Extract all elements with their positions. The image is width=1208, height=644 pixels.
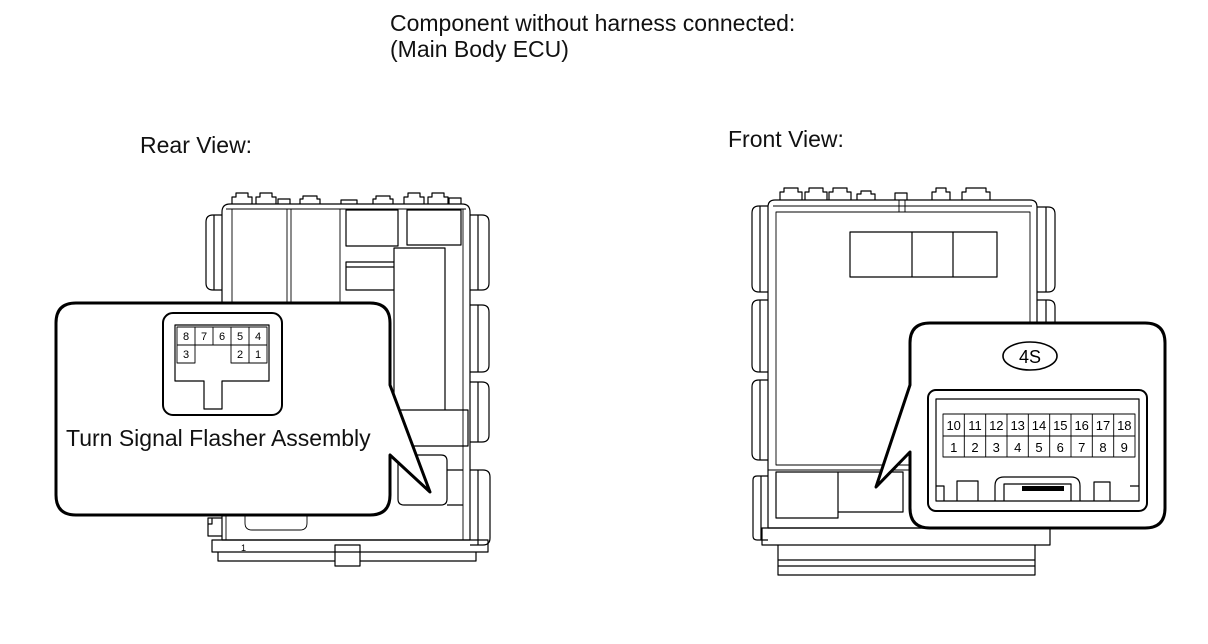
front-ecu-side-bulges xyxy=(751,205,1056,541)
ecu-pin-label: 6 xyxy=(1057,440,1064,455)
ecu-pin-label: 18 xyxy=(1117,418,1131,433)
ecu-pin-label: 14 xyxy=(1032,418,1046,433)
ecu-pin-label: 10 xyxy=(946,418,960,433)
flasher-pin-label: 2 xyxy=(237,349,243,361)
rear-view-label: Rear View: xyxy=(140,132,252,158)
ecu-pin-label: 9 xyxy=(1121,440,1128,455)
rear-ecu-housing-outline xyxy=(221,203,471,541)
rear-view-ecu: 1 xyxy=(205,192,491,567)
ecu-pin-label: 8 xyxy=(1099,440,1106,455)
connector-code-badge xyxy=(1002,341,1058,371)
ecu-pin-label: 12 xyxy=(989,418,1003,433)
rear-ecu-inner-lines xyxy=(225,208,466,540)
flasher-connector-outline xyxy=(162,312,283,416)
flasher-pin-label: 8 xyxy=(183,331,189,343)
ecu-pin-label: 16 xyxy=(1074,418,1088,433)
ecu-pin-label: 11 xyxy=(968,418,982,433)
ecu-pin-label: 7 xyxy=(1078,440,1085,455)
ecu-pin-label: 1 xyxy=(950,440,957,455)
flasher-connector-housing xyxy=(174,324,270,410)
front-callout: 4S 10 11 12 13 14 15 16 17 18 1 2 3 4 5 … xyxy=(874,321,1167,530)
ecu-pin-label: 17 xyxy=(1096,418,1110,433)
page-title: Component without harness connected: xyxy=(390,10,795,36)
ecu-pin-label: 5 xyxy=(1035,440,1042,455)
ecu-connector-housing xyxy=(935,398,1140,502)
ecu-connector-pin-grid xyxy=(942,413,1136,458)
flasher-pin-label: 4 xyxy=(255,331,261,343)
flasher-pin-label: 3 xyxy=(183,349,189,361)
connector-code: 4S xyxy=(1019,347,1041,367)
page-subtitle: (Main Body ECU) xyxy=(390,36,569,62)
flasher-pin-label: 6 xyxy=(219,331,225,343)
rear-ecu-marking: 1 xyxy=(241,543,246,553)
ecu-pin-label: 13 xyxy=(1010,418,1024,433)
flasher-pin-label: 1 xyxy=(255,349,261,361)
flasher-assembly-label: Turn Signal Flasher Assembly xyxy=(66,425,371,451)
ecu-pin-label: 4 xyxy=(1014,440,1021,455)
ecu-pin-label: 15 xyxy=(1053,418,1067,433)
ecu-pin-label: 3 xyxy=(993,440,1000,455)
rear-ecu-top-tabs xyxy=(231,192,462,204)
rear-ecu-side-bulges xyxy=(205,214,491,546)
flasher-connector-pin-grid xyxy=(176,326,268,364)
front-view-label: Front View: xyxy=(728,126,844,152)
rear-callout: 8 7 6 5 4 3 2 1 Turn Signal Flasher Asse… xyxy=(54,301,432,517)
ecu-connector-lock-bar xyxy=(1022,486,1064,491)
front-view-ecu xyxy=(751,187,1056,576)
ecu-pin-label: 2 xyxy=(971,440,978,455)
front-ecu-top-tabs xyxy=(779,187,991,200)
flasher-pin-label: 7 xyxy=(201,331,207,343)
ecu-connector-lock-features xyxy=(936,476,1139,501)
front-ecu-display-window xyxy=(849,231,998,278)
rear-ecu-base-plate xyxy=(211,539,489,567)
flasher-pin-label: 5 xyxy=(237,331,243,343)
front-ecu-base-plate xyxy=(761,527,1051,576)
rear-ecu-compartments xyxy=(345,209,469,506)
